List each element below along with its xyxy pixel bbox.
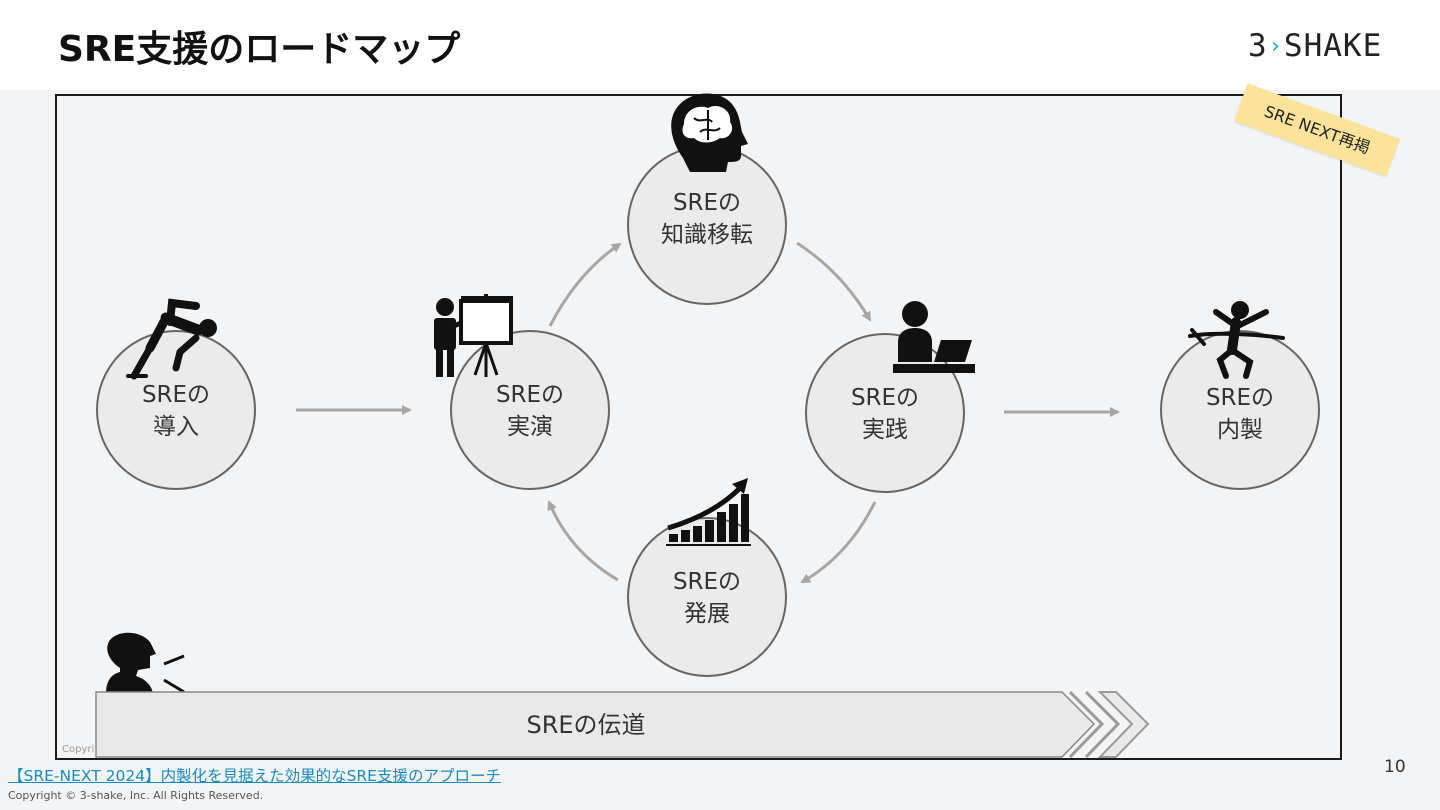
node-knowledge-title: SREの <box>673 190 741 216</box>
arrow-knowledge-to-practice <box>796 241 872 322</box>
node-intro-title: SREの <box>142 382 210 408</box>
node-demo-subtitle: 実演 <box>507 414 553 440</box>
node-development-subtitle: 発展 <box>684 601 730 627</box>
node-practice-subtitle: 実践 <box>862 417 908 443</box>
finish-line-runner-icon <box>1188 301 1285 379</box>
arrow-development-to-demo <box>547 500 619 582</box>
node-demo-title: SREの <box>496 382 564 408</box>
page-number: 10 <box>1384 757 1406 777</box>
node-development-circle <box>627 517 787 677</box>
node-internalize-title: SREの <box>1206 385 1274 411</box>
logo-word: SHAKE <box>1283 28 1383 64</box>
embedded-copyright-fragment: Copyri <box>62 744 95 755</box>
presenter-board-icon <box>434 294 513 377</box>
growth-chart-icon <box>666 478 751 546</box>
node-practice-circle <box>805 333 965 493</box>
footer-copyright: Copyright © 3-shake, Inc. All Rights Res… <box>8 789 264 802</box>
node-internalize-circle <box>1160 330 1320 490</box>
node-intro-subtitle: 導入 <box>153 414 199 440</box>
node-practice-title: SREの <box>851 385 919 411</box>
node-knowledge-subtitle: 知識移転 <box>661 222 753 248</box>
node-internalize-subtitle: 内製 <box>1217 417 1263 443</box>
brain-head-icon <box>671 93 748 172</box>
source-link[interactable]: 【SRE-NEXT 2024】内製化を見据えた効果的なSRE支援のアプローチ <box>8 767 501 785</box>
page-title: SRE支援のロードマップ <box>58 29 461 70</box>
sprinter-start-icon <box>126 298 217 380</box>
node-development-title: SREの <box>673 569 741 595</box>
evangelism-banner: SREの伝道 <box>95 690 1150 759</box>
banner-label: SREの伝道 <box>526 711 645 739</box>
company-logo: 3›SHAKE <box>1248 28 1382 64</box>
slide-header: SRE支援のロードマップ 3›SHAKE <box>0 0 1440 90</box>
arrow-practice-to-development <box>800 501 877 584</box>
arrow-demo-to-knowledge <box>548 242 622 327</box>
logo-digit: 3 <box>1248 28 1268 64</box>
node-demo-circle <box>450 330 610 490</box>
logo-chevron-icon: › <box>1268 34 1283 59</box>
person-laptop-icon <box>893 301 975 373</box>
